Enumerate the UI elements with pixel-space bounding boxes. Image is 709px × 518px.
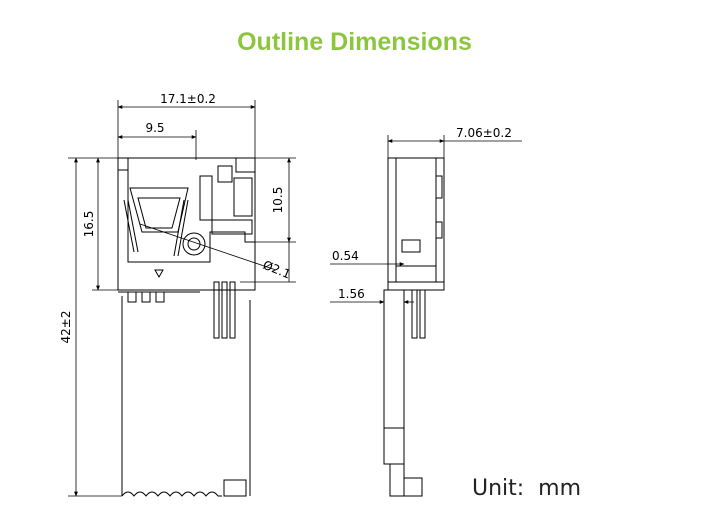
unit-label: Unit: mm [472, 476, 581, 501]
page-title: Outline Dimensions [237, 28, 472, 56]
dim-depth-overall: 7.06±0.2 [456, 126, 512, 140]
dim-width-overall: 17.1±0.2 [160, 92, 216, 106]
dim-height-body: 16.5 [82, 211, 96, 238]
dim-width-partial: 9.5 [145, 121, 164, 135]
hole-circle [182, 232, 206, 256]
dim-thickness-2: 1.56 [338, 287, 365, 301]
dim-hole-diameter: Ø2.1 [261, 258, 293, 282]
pin1-triangle-icon [154, 269, 164, 279]
side-view: 7.06±0.2 0.54 1.56 [330, 126, 522, 497]
dim-height-overall: 42±2 [59, 311, 73, 344]
front-view: 17.1±0.2 9.5 42±2 16.5 10.5 [59, 92, 296, 497]
dim-thickness-1: 0.54 [332, 249, 359, 263]
dim-height-top: 10.5 [271, 187, 285, 214]
